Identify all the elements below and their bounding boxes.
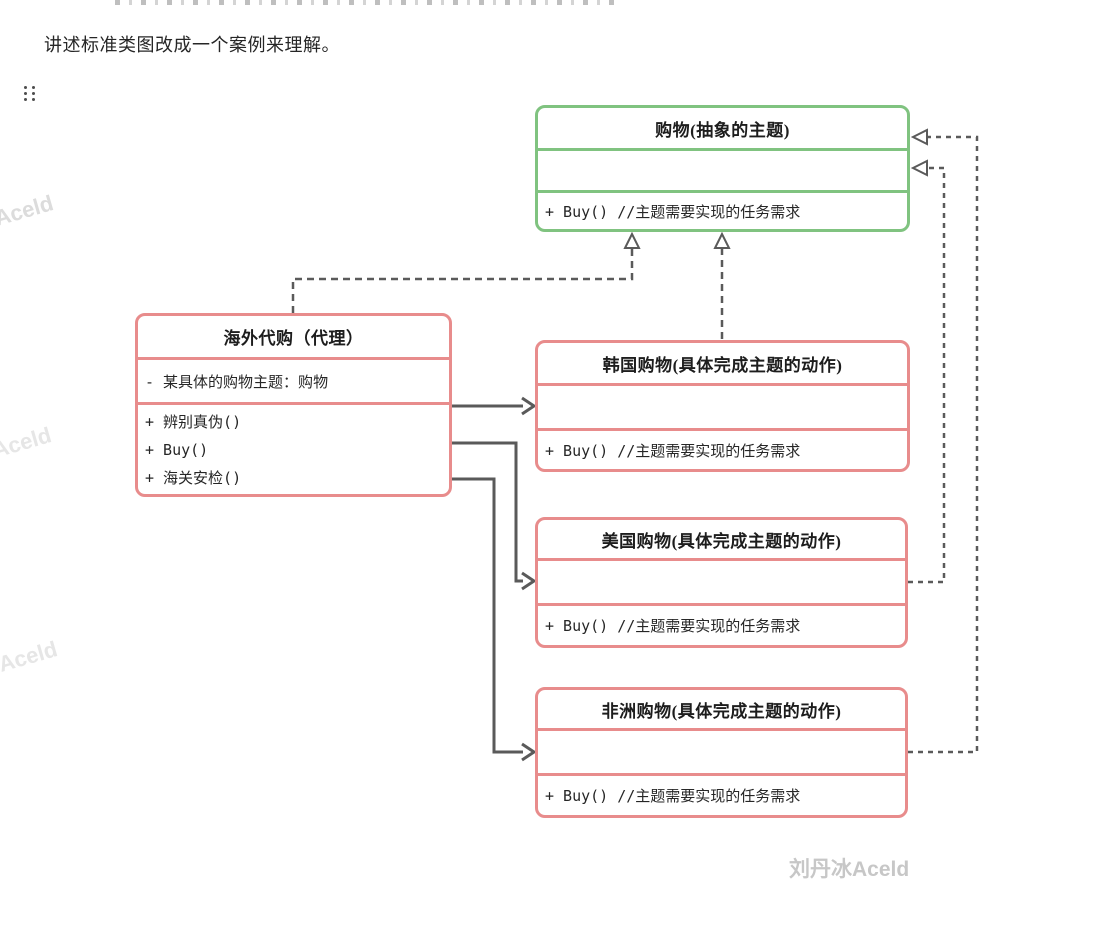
class-box-usa: 美国购物(具体完成主题的动作) + Buy() //主题需要实现的任务需求 bbox=[535, 517, 908, 648]
class-title: 非洲购物(具体完成主题的动作) bbox=[538, 690, 905, 731]
class-method: + Buy() //主题需要实现的任务需求 bbox=[545, 787, 801, 805]
class-title: 韩国购物(具体完成主题的动作) bbox=[538, 343, 907, 386]
class-box-proxy: 海外代购（代理） - 某具体的购物主题：购物 + 辨别真伪() + Buy() … bbox=[135, 313, 452, 497]
association-proxy-to-africa bbox=[452, 477, 523, 754]
class-title: 购物(抽象的主题) bbox=[538, 108, 907, 151]
class-method: + 辨别真伪() bbox=[145, 413, 242, 431]
class-box-abstract-subject: 购物(抽象的主题) + Buy() //主题需要实现的任务需求 bbox=[535, 105, 910, 232]
class-box-korea: 韩国购物(具体完成主题的动作) + Buy() //主题需要实现的任务需求 bbox=[535, 340, 910, 472]
association-proxy-to-usa bbox=[452, 441, 523, 583]
class-attributes-empty bbox=[538, 731, 905, 776]
hollow-arrowhead-usa bbox=[910, 159, 928, 177]
class-method: + Buy() //主题需要实现的任务需求 bbox=[545, 617, 801, 635]
intro-paragraph: 讲述标准类图改成一个案例来理解。 bbox=[44, 35, 340, 55]
realization-usa-to-abstract bbox=[908, 166, 946, 584]
class-method: + Buy() bbox=[145, 441, 209, 459]
class-title: 美国购物(具体完成主题的动作) bbox=[538, 520, 905, 561]
class-method: + Buy() //主题需要实现的任务需求 bbox=[545, 441, 801, 460]
class-title: 海外代购（代理） bbox=[138, 316, 449, 360]
watermark-author: 刘丹冰Aceld bbox=[789, 858, 910, 881]
open-arrowhead-korea bbox=[521, 396, 537, 416]
clipped-text-remnant bbox=[115, 0, 620, 5]
class-method: + 海关安检() bbox=[145, 469, 242, 487]
drag-handle-icon[interactable] bbox=[21, 83, 38, 104]
watermark-side: Aceld bbox=[0, 190, 57, 231]
class-methods: + 辨别真伪() + Buy() + 海关安检() bbox=[138, 405, 449, 494]
class-method: + Buy() //主题需要实现的任务需求 bbox=[545, 202, 801, 221]
realization-africa-to-abstract bbox=[908, 135, 979, 754]
class-attributes-empty bbox=[538, 386, 907, 431]
class-box-africa: 非洲购物(具体完成主题的动作) + Buy() //主题需要实现的任务需求 bbox=[535, 687, 908, 818]
hollow-arrowhead-korea bbox=[713, 231, 731, 249]
class-attributes-empty bbox=[538, 151, 907, 193]
hollow-arrowhead-africa bbox=[910, 128, 928, 146]
open-arrowhead-usa bbox=[521, 571, 537, 591]
dependency-proxy-to-abstract bbox=[291, 248, 634, 313]
class-attribute: - 某具体的购物主题：购物 bbox=[138, 360, 449, 405]
open-arrowhead-africa bbox=[521, 742, 537, 762]
class-attributes-empty bbox=[538, 561, 905, 606]
hollow-arrowhead-proxy bbox=[623, 231, 641, 249]
watermark-side: Aceld bbox=[0, 636, 61, 677]
watermark-side: Aceld bbox=[0, 422, 55, 463]
